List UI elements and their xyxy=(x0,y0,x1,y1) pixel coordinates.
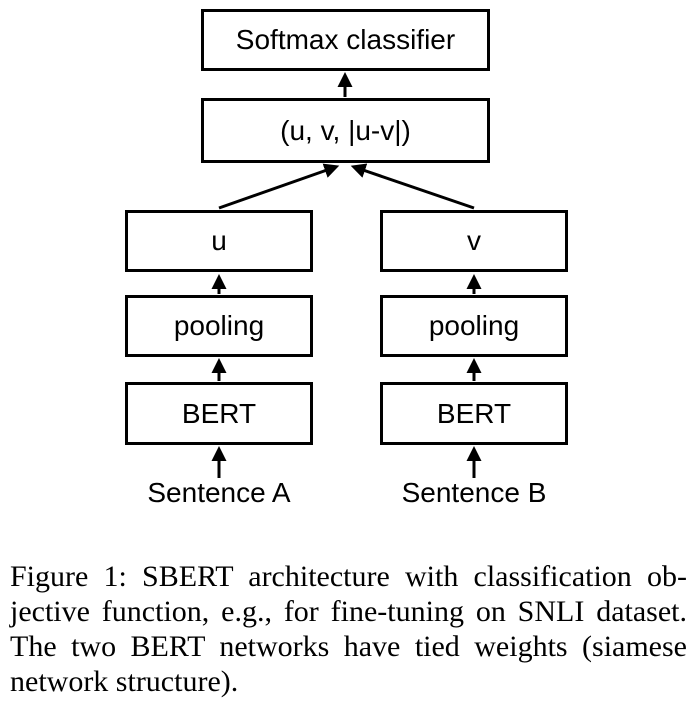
figure-caption: Figure 1: SBERT architecture with classi… xyxy=(10,559,687,699)
diagram-arrows xyxy=(211,72,482,478)
bert-left-box: BERT xyxy=(125,382,313,445)
u-embedding-box: u xyxy=(125,210,313,272)
concat-vector-box: (u, v, |u-v|) xyxy=(201,98,490,163)
v-embedding-box: v xyxy=(380,210,568,272)
caption-line-1: Figure 1: SBERT architecture with classi… xyxy=(10,560,687,593)
arrow-u-to-concat xyxy=(218,163,340,210)
caption-line-3: The two BERT networks have tied weights … xyxy=(10,630,687,663)
bert-right-box: BERT xyxy=(380,382,568,445)
softmax-classifier-box: Softmax classifier xyxy=(201,9,490,71)
pooling-right-box: pooling xyxy=(380,295,568,357)
sentence-b-label: Sentence B xyxy=(401,477,547,508)
pooling-left-box: pooling xyxy=(125,295,313,357)
sentence-a-label: Sentence A xyxy=(147,477,291,508)
sbert-architecture-diagram: Softmax classifier (u, v, |u-v|) u v poo… xyxy=(125,9,568,508)
arrow-v-to-concat xyxy=(350,163,475,210)
caption-line-2: jective function, e.g., for fine-tuning … xyxy=(10,595,687,628)
caption-line-4: network structure). xyxy=(10,665,239,698)
